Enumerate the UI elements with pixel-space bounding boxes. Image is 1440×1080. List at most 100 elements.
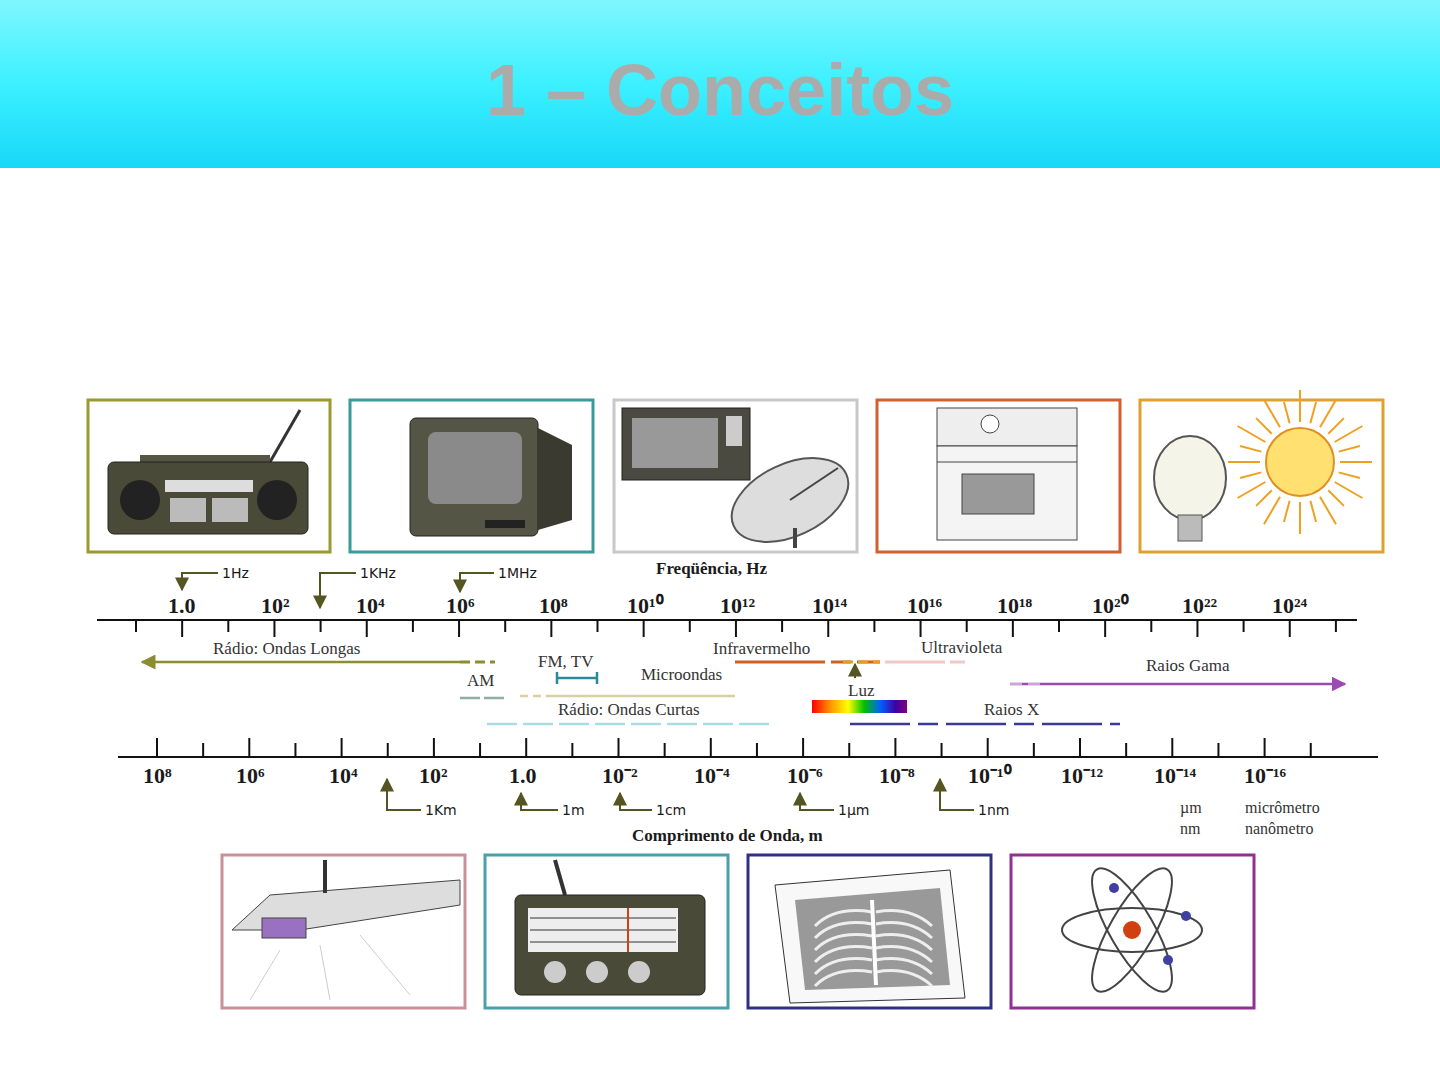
pointer-label: 1KHz [360, 566, 396, 580]
tick-label: 10⁻² [602, 765, 638, 787]
stroke-line [1284, 402, 1290, 423]
stroke-line [433, 738, 435, 757]
stroke-line [827, 620, 829, 637]
stroke-line [1033, 743, 1035, 757]
stroke-line [1310, 743, 1312, 757]
stroke-line [1104, 620, 1106, 637]
axis-title: Comprimento de Onda, m [632, 827, 823, 844]
tick-label: 1.0 [168, 595, 196, 617]
stroke-line [1243, 620, 1245, 632]
stroke-line [135, 620, 137, 632]
stroke-line [320, 620, 322, 632]
stroke-line [412, 620, 414, 632]
stroke-line [341, 738, 343, 757]
stroke-line [1328, 490, 1344, 506]
band-label: Raios Gama [1146, 657, 1230, 674]
stroke-line [1335, 426, 1363, 442]
unit-name: micrômetro [1245, 800, 1320, 816]
stroke-line [525, 738, 527, 757]
stroke-line [848, 743, 850, 757]
stroke-line [618, 738, 620, 757]
stroke-line [1256, 418, 1272, 434]
tick-label: 10⁻⁸ [879, 765, 915, 787]
stroke-line [1171, 738, 1173, 757]
stroke-line [156, 738, 158, 757]
stroke-line [756, 743, 758, 757]
stroke-path [815, 971, 872, 986]
tick-label: 10²² [1182, 595, 1217, 617]
stroke-line [1320, 400, 1336, 428]
pointer-label: 1MHz [498, 566, 537, 580]
tick-label: 10¹² [720, 595, 755, 617]
stroke-line [1310, 402, 1316, 423]
tick-label: 10⁸ [539, 595, 568, 617]
axis-title: Freqüência, Hz [656, 560, 767, 577]
stroke-line [294, 743, 296, 757]
stroke-line [366, 620, 368, 637]
pointer-label: 1nm [978, 803, 1009, 817]
stroke-line [387, 743, 389, 757]
pointer-label: 1Km [425, 803, 457, 817]
stroke-line [941, 743, 943, 757]
stroke-line [479, 743, 481, 757]
stroke-line [181, 620, 183, 637]
tick-label: 10⁻⁴ [694, 765, 730, 787]
page-title: 1 – Conceitos [486, 54, 954, 126]
band-label: Microondas [641, 666, 722, 683]
stroke-line [987, 738, 989, 757]
band-label: Raios X [984, 701, 1039, 718]
stroke-line [1320, 497, 1336, 525]
stroke-line [1335, 482, 1363, 498]
stroke-line [920, 620, 922, 637]
stroke-line [1217, 743, 1219, 757]
tick-label: 10⁻¹⁰ [968, 765, 1012, 787]
stroke-line [1058, 620, 1060, 632]
stroke-line [1339, 472, 1360, 478]
tick-label: 10⁻¹⁴ [1154, 765, 1196, 787]
tick-label: 10¹⁴ [812, 595, 847, 617]
unit-abbrev: µm [1180, 800, 1202, 816]
stroke-line [1264, 400, 1280, 428]
tick-label: 10¹⁰ [627, 595, 664, 617]
stroke-line [873, 620, 875, 632]
pointer-label: 1µm [838, 803, 869, 817]
stroke-line [227, 620, 229, 632]
stroke-line [1238, 482, 1266, 498]
stroke-line [710, 738, 712, 757]
stroke-line [1079, 738, 1081, 757]
stroke-line [1335, 620, 1337, 632]
stroke-line [550, 620, 552, 637]
pointer-label: 1cm [656, 803, 686, 817]
band-label: Rádio: Ondas Longas [213, 640, 360, 657]
stroke-line [643, 620, 645, 637]
tick-label: 1.0 [509, 765, 537, 787]
stroke-line [571, 743, 573, 757]
tick-label: 10⁸ [143, 765, 172, 787]
tick-label: 10⁻¹² [1061, 765, 1103, 787]
tick-label: 10⁴ [356, 595, 385, 617]
band-label: Ultravioleta [921, 639, 1002, 656]
band-label: Infravermelho [713, 640, 810, 657]
band-label: FM, TV [538, 653, 593, 670]
stroke-line [1125, 743, 1127, 757]
stroke-path [876, 971, 932, 986]
stroke-line [1284, 501, 1290, 522]
band-label: Rádio: Ondas Curtas [558, 701, 700, 718]
stroke-line [248, 738, 250, 757]
tick-label: 10¹⁶ [907, 595, 942, 617]
stroke-line [1310, 501, 1316, 522]
stroke-line [689, 620, 691, 632]
unit-abbrev: nm [1180, 821, 1200, 837]
stroke-line [1240, 446, 1261, 452]
tick-label: 10⁻⁶ [787, 765, 823, 787]
tick-label: 10⁶ [446, 595, 475, 617]
stroke-line [1289, 620, 1291, 637]
stroke-line [1240, 472, 1261, 478]
stroke-line [1150, 620, 1152, 632]
stroke-line [1196, 620, 1198, 637]
stroke-line [966, 620, 968, 632]
pointer-label: 1m [562, 803, 585, 817]
stroke-line [735, 620, 737, 637]
